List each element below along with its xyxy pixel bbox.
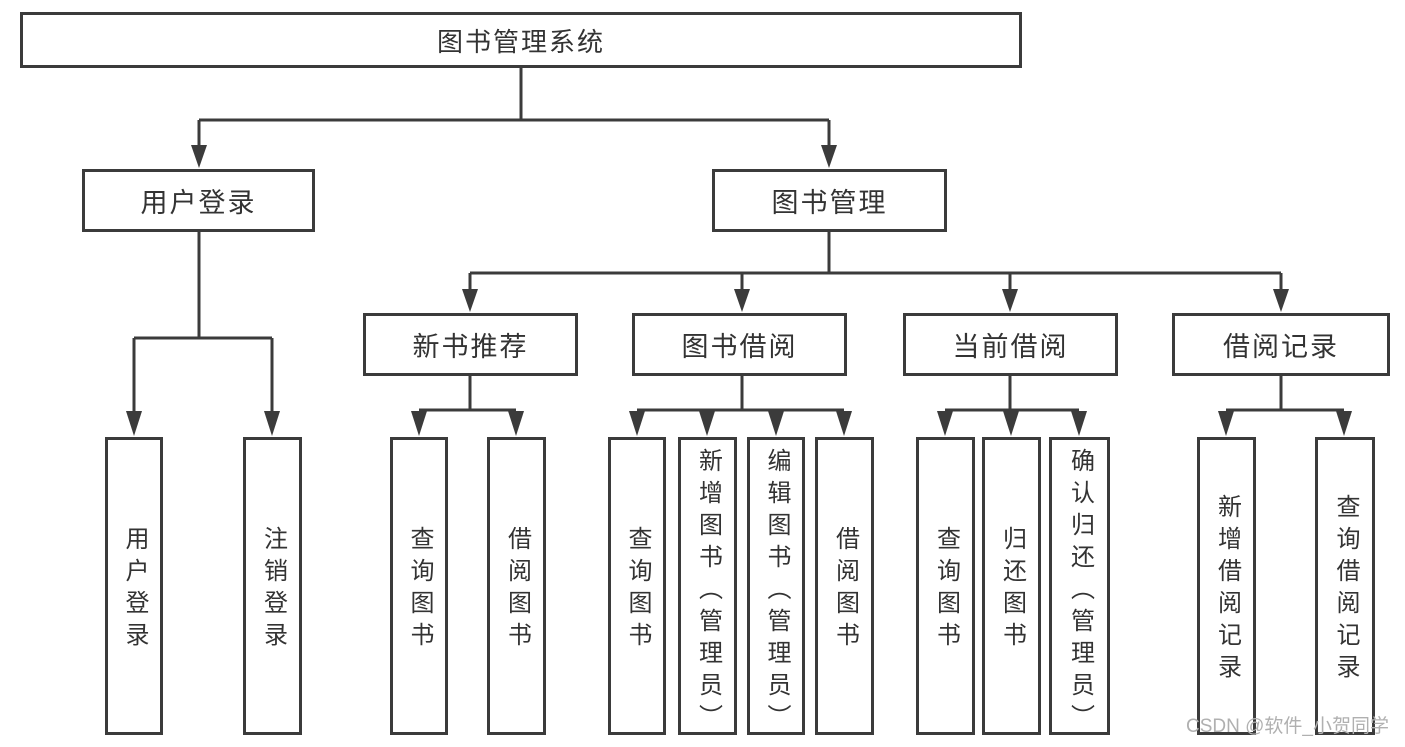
node-root-system: 图书管理系统 [20, 12, 1022, 68]
leaf-confirm-return-admin: 确认归还（管理员） [1049, 437, 1110, 736]
node-user-login: 用户登录 [82, 169, 315, 232]
node-book-borrow: 图书借阅 [632, 313, 847, 376]
leaf-query-borrow-record: 查询借阅记录 [1315, 437, 1375, 735]
node-book-management: 图书管理 [712, 169, 947, 232]
leaf-edit-books-admin: 编辑图书（管理员） [747, 437, 805, 736]
leaf-query-books-recommend: 查询图书 [390, 437, 448, 735]
leaf-user-login: 用户登录 [105, 437, 163, 735]
leaf-borrow-books: 借阅图书 [815, 437, 874, 735]
leaf-borrow-books-recommend: 借阅图书 [487, 437, 546, 735]
leaf-add-borrow-record: 新增借阅记录 [1197, 437, 1256, 735]
leaf-return-books: 归还图书 [982, 437, 1041, 735]
csdn-watermark: CSDN @软件_小贺同学 [1186, 716, 1389, 737]
node-new-book-recommend: 新书推荐 [363, 313, 578, 376]
leaf-query-books-current: 查询图书 [916, 437, 975, 735]
leaf-logout: 注销登录 [243, 437, 302, 735]
leaf-query-books-borrow: 查询图书 [608, 437, 666, 735]
leaf-add-books-admin: 新增图书（管理员） [678, 437, 737, 736]
arrowheads [126, 145, 1352, 436]
node-current-borrow: 当前借阅 [903, 313, 1118, 376]
node-borrow-record: 借阅记录 [1172, 313, 1390, 376]
